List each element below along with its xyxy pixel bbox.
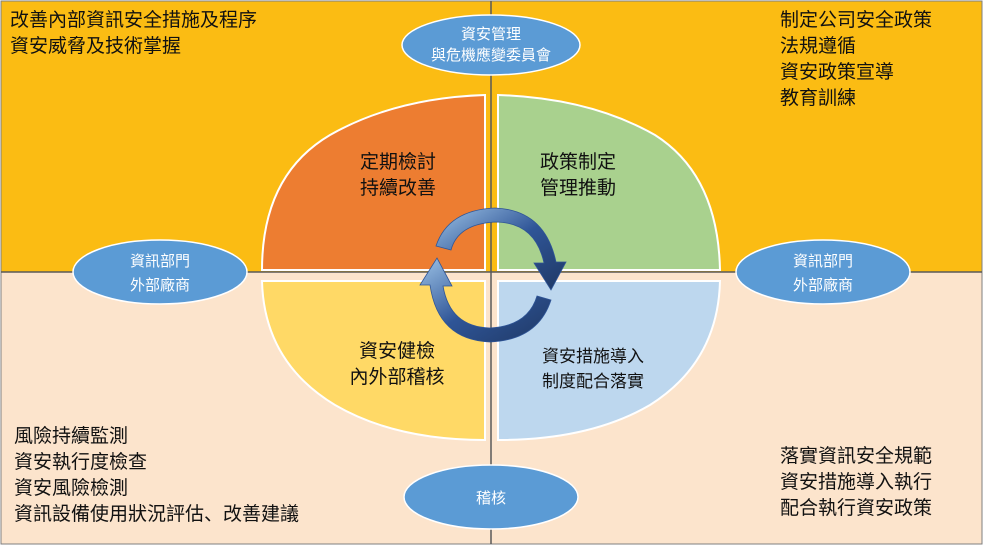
- bottom-left-item-2: 資安執行度檢查: [14, 451, 147, 473]
- oval-audit: 稽核: [403, 464, 579, 530]
- top-left-item-2: 資安威脅及技術掌握: [10, 35, 181, 57]
- quadrant-audit-yellow: [260, 280, 486, 442]
- quadrant-policy-green: [497, 93, 722, 271]
- top-right-item-4: 教育訓練: [780, 87, 856, 109]
- quad-orange-line2: 持續改善: [360, 177, 436, 199]
- quad-green-line1: 政策制定: [540, 151, 616, 173]
- oval-audit-label: 稽核: [476, 489, 506, 507]
- bottom-left-item-4: 資訊設備使用狀況評估、改善建議: [14, 503, 299, 525]
- quad-yellow-line2: 內外部稽核: [349, 366, 444, 388]
- bottom-right-item-3: 配合執行資安政策: [780, 497, 932, 519]
- quadrant-implement-blue: [497, 280, 722, 442]
- bottom-right-item-2: 資安措施導入執行: [780, 471, 932, 493]
- oval-it-vendor-left: 資訊部門 外部廠商: [72, 239, 248, 305]
- quad-green-line2: 管理推動: [540, 177, 616, 199]
- cycle-arrow-top: [435, 207, 567, 291]
- quad-blue-line1: 資安措施導入: [542, 347, 644, 367]
- top-right-item-3: 資安政策宣導: [780, 61, 894, 83]
- quad-orange-line1: 定期檢討: [360, 151, 436, 173]
- oval-committee-line1: 資安管理: [461, 25, 521, 43]
- oval-left-line2: 外部廠商: [130, 276, 190, 294]
- bottom-left-item-3: 資安風險檢測: [14, 477, 128, 499]
- oval-committee: 資安管理 與危機應變委員會: [401, 14, 581, 76]
- top-left-item-1: 改善內部資訊安全措施及程序: [10, 9, 257, 31]
- oval-committee-line2: 與危機應變委員會: [431, 46, 551, 64]
- oval-left-line1: 資訊部門: [130, 252, 190, 270]
- oval-right-line2: 外部廠商: [793, 276, 853, 294]
- cycle-arrow-bottom: [419, 257, 552, 343]
- bottom-right-item-1: 落實資訊安全規範: [780, 445, 932, 467]
- oval-it-vendor-right: 資訊部門 外部廠商: [735, 239, 911, 305]
- top-right-item-2: 法規遵循: [780, 35, 856, 57]
- bottom-left-item-1: 風險持續監測: [14, 425, 128, 447]
- quad-blue-line2: 制度配合落實: [542, 372, 644, 392]
- oval-right-line1: 資訊部門: [793, 252, 853, 270]
- quad-yellow-line1: 資安健檢: [359, 340, 435, 362]
- quadrant-plan-check-orange: [260, 93, 486, 271]
- top-right-item-1: 制定公司安全政策: [780, 9, 932, 31]
